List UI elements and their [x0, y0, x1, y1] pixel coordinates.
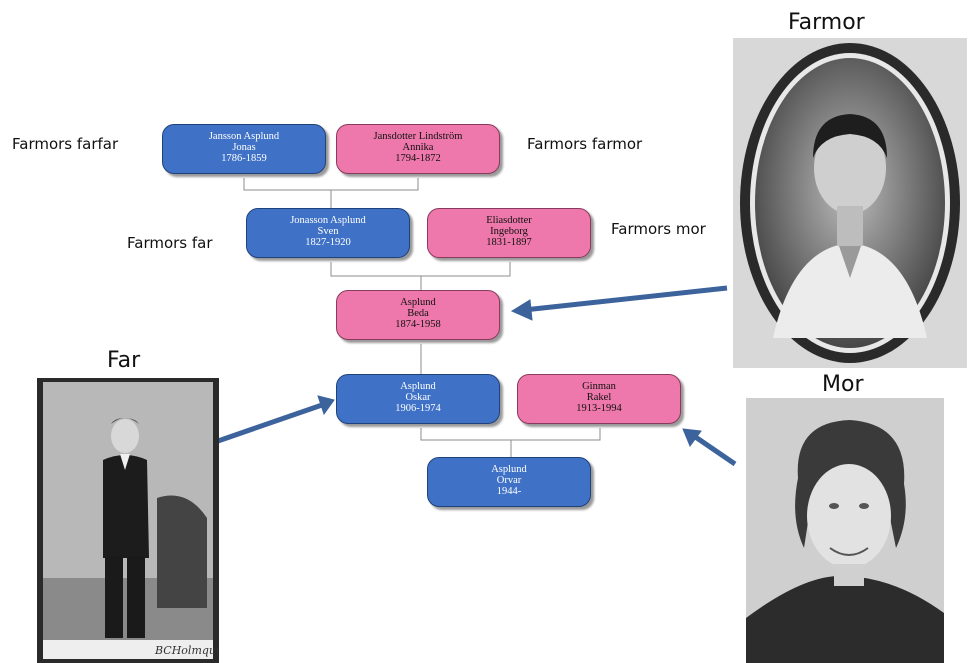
label-farmors-farmor: Farmors farmor [527, 135, 643, 153]
person-surname: Eliasdotter [486, 215, 532, 226]
mor-portrait-photo [746, 398, 944, 663]
farmor-portrait-photo [733, 38, 967, 368]
arrow-farmor [510, 285, 728, 321]
person-surname: Ginman [582, 381, 616, 392]
person-given-name: Oskar [405, 392, 431, 403]
photo-caption: BCHolmquist [154, 644, 219, 657]
person-given-name: Jonas [232, 142, 256, 153]
person-node-beda[interactable]: Asplund Beda 1874-1958 [336, 290, 500, 340]
person-given-name: Rakel [586, 392, 612, 403]
person-years: 1944- [496, 486, 522, 497]
person-years: 1831-1897 [486, 237, 532, 248]
person-years: 1786-1859 [221, 153, 267, 164]
label-mor: Mor [822, 372, 864, 397]
label-farmors-farfar: Farmors farfar [12, 135, 119, 153]
label-far: Far [107, 348, 141, 373]
person-surname: Asplund [400, 297, 436, 308]
person-node-oskar[interactable]: Asplund Oskar 1906-1974 [336, 374, 500, 424]
person-node-rakel[interactable]: Ginman Rakel 1913-1994 [517, 374, 681, 424]
person-surname: Jansdotter Lindström [373, 131, 463, 142]
person-surname: Asplund [400, 381, 436, 392]
person-years: 1794-1872 [395, 153, 441, 164]
person-years: 1827-1920 [305, 237, 351, 248]
label-farmors-far: Farmors far [127, 234, 213, 252]
far-portrait-photo: BCHolmquist [37, 378, 219, 663]
label-farmor: Farmor [788, 10, 865, 35]
person-years: 1906-1974 [395, 403, 441, 414]
label-farmors-mor: Farmors mor [611, 220, 706, 238]
arrow-far [217, 395, 335, 444]
person-surname: Asplund [491, 464, 527, 475]
person-given-name: Ingeborg [490, 226, 528, 237]
person-node-ingeborg[interactable]: Eliasdotter Ingeborg 1831-1897 [427, 208, 591, 258]
person-surname: Jansson Asplund [208, 131, 280, 142]
person-given-name: Annika [402, 142, 434, 153]
person-node-annika[interactable]: Jansdotter Lindström Annika 1794-1872 [336, 124, 500, 174]
person-given-name: Beda [407, 308, 429, 319]
person-given-name: Sven [317, 226, 339, 237]
person-surname: Jonasson Asplund [290, 215, 366, 226]
person-node-orvar[interactable]: Asplund Orvar 1944- [427, 457, 591, 507]
person-node-sven[interactable]: Jonasson Asplund Sven 1827-1920 [246, 208, 410, 258]
person-node-jonas[interactable]: Jansson Asplund Jonas 1786-1859 [162, 124, 326, 174]
person-years: 1913-1994 [576, 403, 622, 414]
person-given-name: Orvar [496, 475, 522, 486]
arrow-mor [682, 428, 737, 467]
person-years: 1874-1958 [395, 319, 441, 330]
